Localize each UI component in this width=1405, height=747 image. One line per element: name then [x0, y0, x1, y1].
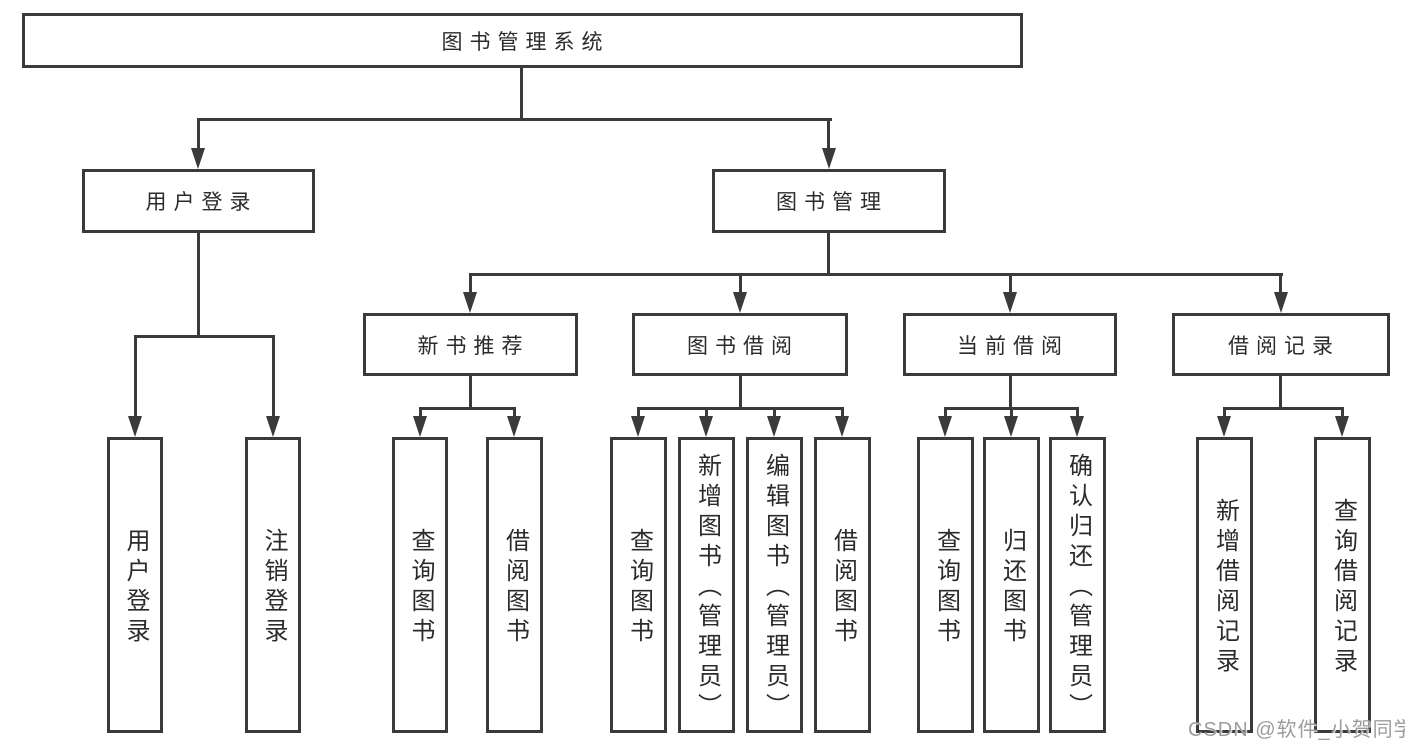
- arrowhead-icon: [699, 416, 713, 437]
- node-borrow-records-label: 借阅记录: [1228, 334, 1340, 358]
- node-root: 图书管理系统: [22, 13, 1023, 68]
- node-current-borrow: 当前借阅: [903, 313, 1117, 376]
- connector-section-hline: [1223, 407, 1344, 410]
- leaf-borrow-query-books: 查询图书: [610, 437, 667, 733]
- connector-book-mgmt-drop: [827, 233, 830, 276]
- connector-leaf-stem: [773, 407, 776, 418]
- connector-section-stem: [1279, 273, 1282, 294]
- leaf-current-query-books-label: 查询图书: [932, 528, 960, 648]
- leaf-borrow-edit-books-admin-label: 编辑图书（管理员）: [761, 453, 789, 723]
- arrowhead-icon: [733, 292, 747, 313]
- node-user-login: 用户登录: [82, 169, 315, 233]
- leaf-borrow-add-books-admin: 新增图书（管理员）: [678, 437, 735, 733]
- connector-book-mgmt-stem: [827, 118, 830, 150]
- leaf-borrow-query-books-label: 查询图书: [625, 528, 653, 648]
- leaf-newbook-query-books: 查询图书: [392, 437, 448, 733]
- connector-section-drop: [739, 376, 742, 410]
- connector-section-drop: [1279, 376, 1282, 410]
- leaf-logout: 注销登录: [245, 437, 301, 733]
- connector-user-login-stem: [197, 118, 200, 150]
- connector-section-drop: [469, 376, 472, 410]
- arrowhead-icon: [631, 416, 645, 437]
- connector-leaf-stem: [841, 407, 844, 418]
- connector-leaf-stem: [513, 407, 516, 418]
- arrowhead-icon: [413, 416, 427, 437]
- connector-section-hline: [419, 407, 516, 410]
- connector-leaf-stem: [272, 335, 275, 418]
- arrowhead-icon: [767, 416, 781, 437]
- connector-leaf-stem: [1076, 407, 1079, 418]
- leaf-borrow-borrow-books-label: 借阅图书: [829, 528, 857, 648]
- arrowhead-icon: [1217, 416, 1231, 437]
- leaf-records-add-record-label: 新增借阅记录: [1211, 498, 1239, 678]
- node-current-borrow-label: 当前借阅: [957, 334, 1069, 358]
- connector-section-stem: [739, 273, 742, 294]
- arrowhead-icon: [266, 416, 280, 437]
- connector-leaf-stem: [1010, 407, 1013, 418]
- connector-user-login-drop: [197, 233, 200, 338]
- leaf-borrow-add-books-admin-label: 新增图书（管理员）: [693, 453, 721, 723]
- leaf-user-login: 用户登录: [107, 437, 163, 733]
- connector-root-trunk: [520, 68, 523, 121]
- arrowhead-icon: [822, 148, 836, 169]
- connector-level3-hline: [469, 273, 1283, 276]
- arrowhead-icon: [1070, 416, 1084, 437]
- leaf-current-confirm-return-admin: 确认归还（管理员）: [1049, 437, 1106, 733]
- connector-leaf-stem: [1341, 407, 1344, 418]
- leaf-newbook-borrow-books: 借阅图书: [486, 437, 543, 733]
- csdn-watermark: CSDN @软件_小贺同学: [1188, 719, 1405, 741]
- node-book-borrow-label: 图书借阅: [687, 334, 799, 358]
- connector-leaf-stem: [134, 335, 137, 418]
- connector-section-drop: [1009, 376, 1012, 410]
- connector-section-stem: [1009, 273, 1012, 294]
- node-new-book-recommend-label: 新书推荐: [417, 334, 530, 358]
- leaf-newbook-borrow-books-label: 借阅图书: [501, 528, 529, 648]
- arrowhead-icon: [1274, 292, 1288, 313]
- arrowhead-icon: [1004, 416, 1018, 437]
- arrowhead-icon: [463, 292, 477, 313]
- node-book-mgmt: 图书管理: [712, 169, 946, 233]
- leaf-user-login-label: 用户登录: [122, 528, 149, 648]
- leaf-borrow-edit-books-admin: 编辑图书（管理员）: [746, 437, 803, 733]
- leaf-current-return-books: 归还图书: [983, 437, 1040, 733]
- leaf-current-confirm-return-admin-label: 确认归还（管理员）: [1064, 453, 1092, 723]
- arrowhead-icon: [191, 148, 205, 169]
- node-new-book-recommend: 新书推荐: [363, 313, 578, 376]
- arrowhead-icon: [835, 416, 849, 437]
- arrowhead-icon: [1003, 292, 1017, 313]
- node-root-label: 图书管理系统: [441, 30, 610, 54]
- leaf-records-query-record: 查询借阅记录: [1314, 437, 1371, 733]
- leaf-current-query-books: 查询图书: [917, 437, 974, 733]
- node-book-mgmt-label: 图书管理: [776, 191, 888, 214]
- connector-user-login-hline: [134, 335, 275, 338]
- arrowhead-icon: [1335, 416, 1349, 437]
- leaf-logout-label: 注销登录: [260, 528, 287, 648]
- connector-leaf-stem: [944, 407, 947, 418]
- node-book-borrow: 图书借阅: [632, 313, 848, 376]
- connector-section-stem: [469, 273, 472, 294]
- connector-section-hline: [637, 407, 844, 410]
- arrowhead-icon: [507, 416, 521, 437]
- leaf-current-return-books-label: 归还图书: [998, 528, 1026, 648]
- connector-leaf-stem: [705, 407, 708, 418]
- leaf-newbook-query-books-label: 查询图书: [407, 528, 434, 648]
- connector-leaf-stem: [637, 407, 640, 418]
- connector-level2-hline: [197, 118, 832, 121]
- connector-leaf-stem: [419, 407, 422, 418]
- leaf-borrow-borrow-books: 借阅图书: [814, 437, 871, 733]
- connector-leaf-stem: [1223, 407, 1226, 418]
- node-user-login-label: 用户登录: [145, 191, 258, 214]
- arrowhead-icon: [128, 416, 142, 437]
- leaf-records-query-record-label: 查询借阅记录: [1329, 498, 1357, 678]
- node-borrow-records: 借阅记录: [1172, 313, 1390, 376]
- arrowhead-icon: [938, 416, 952, 437]
- leaf-records-add-record: 新增借阅记录: [1196, 437, 1253, 733]
